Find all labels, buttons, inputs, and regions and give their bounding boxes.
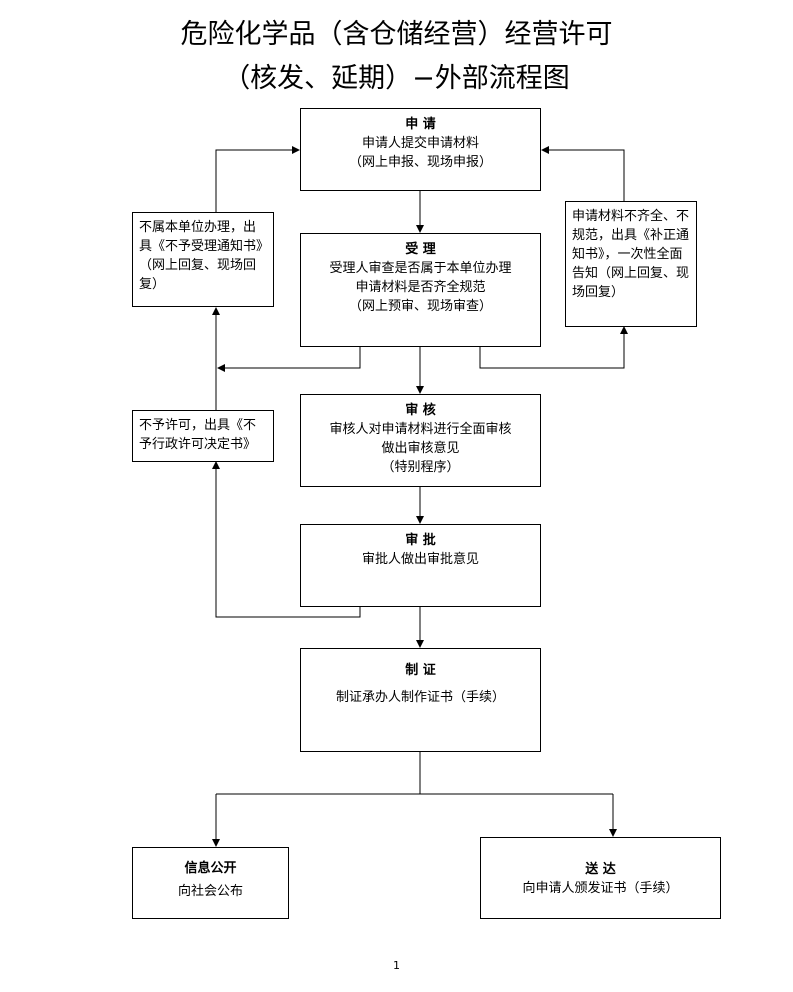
step-accept-line2: 申请材料是否齐全规范 — [355, 280, 486, 295]
step-apply: 申 请 申请人提交申请材料 （网上申报、现场申报） — [300, 108, 541, 191]
line-accept-left — [217, 347, 361, 372]
note-not-ours: 不属本单位办理，出具《不予受理通知书》（网上回复、现场回复） — [132, 212, 274, 307]
step-accept-line1: 受理人审查是否属于本单位办理 — [329, 261, 512, 276]
step-apply-line2: （网上申报、现场申报） — [348, 155, 492, 170]
step-review-title: 审 核 — [405, 403, 436, 418]
step-review-line1: 审核人对申请材料进行全面审核 — [329, 422, 512, 437]
page-number: 1 — [393, 959, 400, 972]
step-approve-title: 审 批 — [405, 533, 436, 548]
step-publish-line1: 向社会公布 — [177, 884, 243, 899]
arrow-approve-to-denied — [212, 461, 361, 618]
step-deliver: 送 达 向申请人颁发证书（手续） — [480, 837, 721, 919]
step-review: 审 核 审核人对申请材料进行全面审核 做出审核意见 （特别程序） — [300, 394, 541, 487]
step-certify-line1: 制证承办人制作证书（手续） — [335, 690, 505, 705]
step-approve: 审 批 审批人做出审批意见 — [300, 524, 541, 607]
step-certify: 制 证 制证承办人制作证书（手续） — [300, 648, 541, 752]
step-publish-title: 信息公开 — [184, 861, 237, 876]
step-review-line2: 做出审核意见 — [381, 441, 460, 456]
step-approve-line1: 审批人做出审批意见 — [361, 552, 479, 567]
step-accept: 受 理 受理人审查是否属于本单位办理 申请材料是否齐全规范 （网上预审、现场审查… — [300, 233, 541, 347]
note-incomplete-text: 申请材料不齐全、不规范，出具《补正通知书》，一次性全面告知（网上回复、现场回复） — [572, 209, 690, 300]
note-denied-text: 不予许可，出具《不予行政许可决定书》 — [139, 418, 257, 452]
step-deliver-title: 送 达 — [585, 862, 616, 877]
step-accept-title: 受 理 — [405, 242, 436, 257]
note-incomplete: 申请材料不齐全、不规范，出具《补正通知书》，一次性全面告知（网上回复、现场回复） — [565, 201, 697, 327]
title-line-2: （核发、延期）−外部流程图 — [223, 63, 570, 94]
note-denied: 不予许可，出具《不予行政许可决定书》 — [132, 410, 274, 462]
note-not-ours-text: 不属本单位办理，出具《不予受理通知书》（网上回复、现场回复） — [139, 220, 263, 292]
line-accept-right — [479, 326, 628, 369]
arrow-incomplete-to-apply — [541, 146, 625, 201]
arrow-not-ours-to-apply — [215, 146, 300, 212]
title-line-1: 危险化学品（含仓储经营）经营许可 — [180, 19, 613, 50]
step-apply-line1: 申请人提交申请材料 — [361, 136, 479, 151]
step-certify-title: 制 证 — [405, 663, 436, 678]
step-publish: 信息公开 向社会公布 — [132, 847, 289, 919]
step-accept-line3: （网上预审、现场审查） — [348, 299, 492, 314]
step-review-line3: （特别程序） — [381, 460, 460, 475]
step-apply-title: 申 请 — [405, 117, 436, 132]
step-deliver-line1: 向申请人颁发证书（手续） — [522, 881, 679, 896]
